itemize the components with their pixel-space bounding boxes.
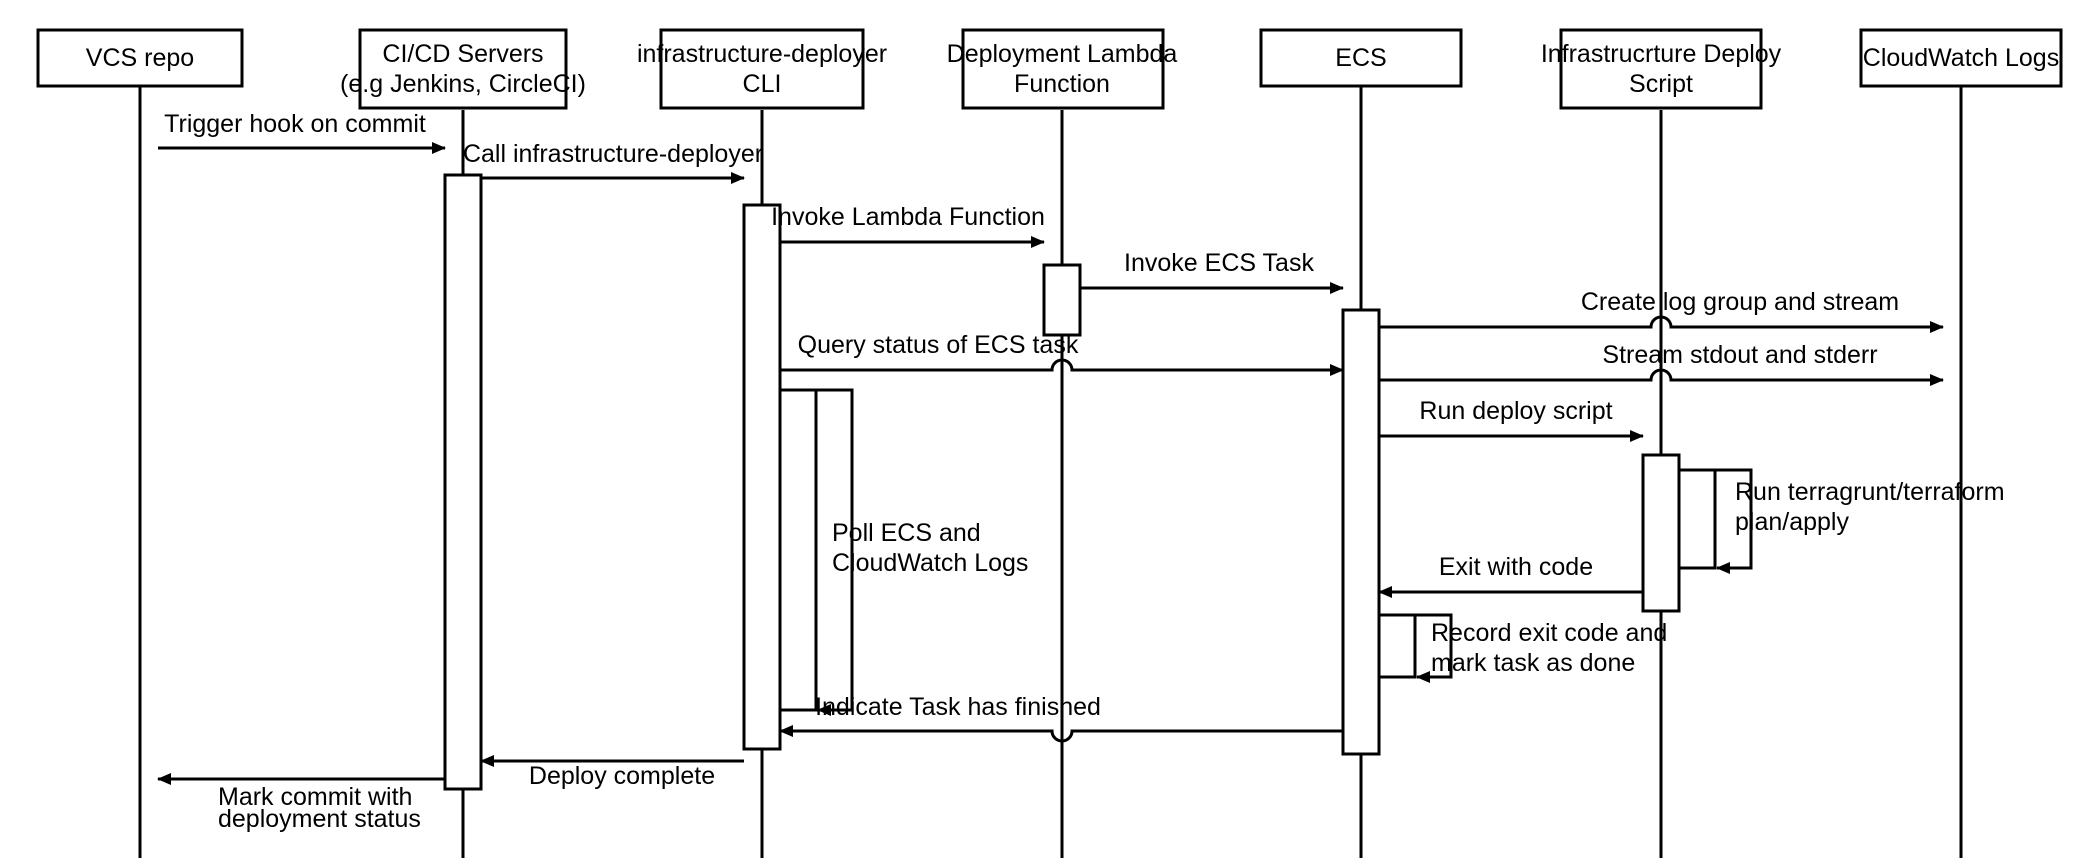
self-message-label: Poll ECS and [832,519,981,547]
self-message-path [1415,613,1453,683]
self-message-s1 [816,388,854,716]
message-label: Invoke ECS Task [1124,249,1314,277]
participant-box[interactable] [961,28,1165,110]
message-label: Deploy complete [529,762,715,790]
participant-box[interactable] [1559,28,1763,110]
activation-bar-ecs [1377,613,1417,679]
message-label: Create log group and stream [1581,288,1899,316]
self-message-s3 [1415,613,1453,683]
message-arrow [1379,368,1944,386]
message-m10 [779,725,1343,743]
participant-label: (e.g Jenkins, CircleCI) [340,70,586,98]
self-message-path [816,388,854,716]
message-m7 [1379,368,1944,386]
self-message-path [1715,468,1753,574]
participant-ecs[interactable]: ECS [1259,28,1463,88]
participant-label: Script [1629,70,1693,98]
activation-bar-script [1641,453,1681,613]
participant-label: infrastructure-deployer [637,40,887,68]
message-label: Run deploy script [1419,397,1612,425]
message-label: Indicate Task has finished [815,693,1101,721]
message-label: Call infrastructure-deployer [463,140,763,168]
self-messages-layer [816,388,1753,716]
participant-box[interactable] [36,28,244,88]
participant-cicd[interactable]: CI/CD Servers(e.g Jenkins, CircleCI) [340,28,586,110]
self-message-s2 [1715,468,1753,574]
participant-label: CLI [743,70,782,98]
self-message-label: mark task as done [1431,649,1635,677]
participant-cwlogs[interactable]: CloudWatch Logs [1859,28,2063,88]
participant-box[interactable] [1859,28,2063,88]
participant-vcs[interactable]: VCS repo [36,28,244,88]
message-label-continuation: deployment status [218,805,421,833]
message-label: Invoke Lambda Function [771,203,1045,231]
activations-layer [443,173,1717,791]
message-label: Mark commit with [218,783,412,811]
message-arrow [1379,315,1944,333]
participant-label: Infrastrucrture Deploy [1541,40,1782,68]
message-arrow [779,725,1343,743]
messages-layer [157,142,1944,785]
activation-bar-cli [742,203,782,751]
message-label: Stream stdout and stderr [1602,341,1877,369]
participant-headers-layer: VCS repo CI/CD Servers(e.g Jenkins, Circl… [36,28,2063,110]
participant-box[interactable] [1259,28,1463,88]
message-label: Exit with code [1439,553,1593,581]
participant-label: ECS [1335,44,1386,72]
participant-label: VCS repo [86,44,194,72]
activation-bar-cli [778,388,818,712]
message-label: Query status of ECS task [798,331,1079,359]
self-message-label: Record exit code and [1431,619,1667,647]
participant-label: Deployment Lambda [947,40,1178,68]
participant-box[interactable] [358,28,568,110]
self-message-label: CloudWatch Logs [832,549,1028,577]
participant-label: CloudWatch Logs [1863,44,2059,72]
participant-label: CI/CD Servers [382,40,543,68]
message-m5 [1379,315,1944,333]
participant-label: Function [1014,70,1110,98]
message-arrow [780,358,1344,376]
activation-bar-ecs [1341,308,1381,756]
message-label: Trigger hook on commit [164,110,426,138]
message-m6 [780,358,1344,376]
self-message-label: plan/apply [1735,508,1849,536]
participant-box[interactable] [659,28,865,110]
activation-bar-lambda [1042,263,1082,337]
self-message-label: Run terragrunt/terraform [1735,478,2005,506]
activation-bar-script [1677,468,1717,570]
activation-bar-cicd [443,173,483,791]
